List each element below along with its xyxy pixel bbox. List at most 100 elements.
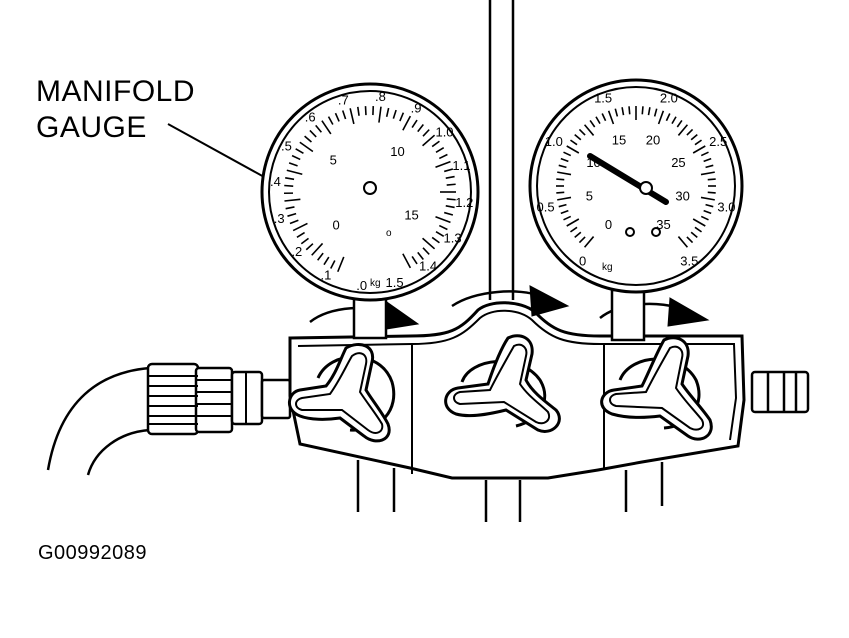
gauge-tick xyxy=(558,203,567,208)
gauge-tick xyxy=(431,140,440,148)
left-gauge-outer-label-4: .4 xyxy=(270,174,281,189)
gauge-tick xyxy=(289,219,299,225)
left-gauge-outer-label-3: .3 xyxy=(274,211,285,226)
gauge-tick xyxy=(411,119,418,128)
gauge-tick xyxy=(614,108,619,117)
left-gauge-outer-label-0: .0 xyxy=(356,278,367,293)
right-gauge-outer-label-0: 0 xyxy=(579,254,586,269)
right-gauge-outer-label-6: 3.0 xyxy=(717,199,735,214)
gauge-tick xyxy=(385,107,390,117)
gauge-tick xyxy=(601,113,607,122)
gauge-tick xyxy=(445,175,455,179)
gauge-tick xyxy=(700,171,715,176)
right-gauge-inner-label-7: 35 xyxy=(656,217,670,232)
gauge-tick xyxy=(284,198,301,202)
gauge-tick xyxy=(304,135,312,143)
gauge-tick xyxy=(686,236,694,244)
gauge-tick xyxy=(445,205,455,209)
gauge-tick xyxy=(285,206,295,210)
gauge-tick xyxy=(446,198,456,201)
gauge-tick xyxy=(431,236,440,244)
gauge-tick xyxy=(583,124,595,136)
gauge-tick xyxy=(422,247,430,255)
manifold-gauge-callout: MANIFOLD GAUGE xyxy=(36,74,195,146)
left-gauge-inner-label-2: 10 xyxy=(390,144,404,159)
right-gauge-outer-label-3: 1.5 xyxy=(594,90,612,105)
gauge-tick xyxy=(417,124,424,133)
gauge-tick xyxy=(556,191,565,194)
gauge-tick xyxy=(422,129,430,137)
gauge-tick xyxy=(288,162,298,167)
gauge-tick xyxy=(286,169,303,176)
gauge-tick xyxy=(665,113,671,122)
left-gauge-labels: .0.1.2.3.4.5.6.7.8.91.01.11.21.31.41.505… xyxy=(270,89,473,293)
left-gauge-outer-label-13: 1.3 xyxy=(444,230,462,245)
gauge-tick xyxy=(446,183,456,186)
gauge-tick xyxy=(296,231,306,239)
gauge-tick xyxy=(703,209,712,215)
gauge-tick xyxy=(378,106,382,123)
gauge-tick xyxy=(607,110,615,125)
gauge-tick xyxy=(677,236,689,248)
left-gauge-inner-label-3: 15 xyxy=(404,207,418,222)
gauge-tick xyxy=(435,230,445,237)
right-gauge-outer-label-2: 1.0 xyxy=(545,134,563,149)
right-gauge-screw-1 xyxy=(625,227,635,237)
gauge-tick xyxy=(300,237,309,245)
gauge-tick xyxy=(422,134,436,147)
gauge-tick xyxy=(402,253,412,269)
gauge-tick xyxy=(707,191,716,194)
left-gauge-ticks xyxy=(283,106,456,273)
gauge-tick xyxy=(285,177,295,181)
gauge-tick xyxy=(295,148,304,154)
left-gauge-outer-label-5: .5 xyxy=(281,138,292,153)
gauge-tick xyxy=(628,106,631,115)
left-gauge-outer-label-9: .9 xyxy=(411,100,422,115)
gauge-tick xyxy=(560,209,569,215)
right-gauge-outer-label-7: 3.5 xyxy=(680,254,698,269)
gauge-tick xyxy=(595,116,601,125)
left-gauge-inner-label-0: 0 xyxy=(332,217,339,232)
gauge-tick xyxy=(700,151,709,157)
gauge-tick xyxy=(570,226,578,233)
gauge-tick xyxy=(443,168,454,173)
gauge-tick xyxy=(705,203,714,208)
gauge-tick xyxy=(392,109,397,119)
gauge-tick xyxy=(700,215,709,221)
gauge-tick xyxy=(671,116,677,125)
gauge-tick xyxy=(694,139,702,146)
callout-line-1: MANIFOLD xyxy=(36,75,196,108)
right-gauge-inner-label-3: 15 xyxy=(612,133,626,148)
gauge-tick xyxy=(578,236,586,244)
gauge-tick xyxy=(677,124,689,136)
right-gauge-inner-label-4: 20 xyxy=(646,133,660,148)
left-gauge-outer-label-11: 1.1 xyxy=(452,158,470,173)
arrow-heads xyxy=(379,285,710,331)
left-gauge-outer-label-14: 1.4 xyxy=(419,259,437,274)
gauge-tick xyxy=(438,224,448,231)
right-gauge-unit: kg xyxy=(602,262,613,273)
valve-right xyxy=(600,336,713,441)
gauge-tick xyxy=(334,112,340,122)
right-gauge-pivot xyxy=(639,181,653,195)
gauge-tick xyxy=(402,115,412,131)
gauge-tick xyxy=(558,164,567,169)
valve-left xyxy=(288,343,396,443)
gauge-tick xyxy=(417,251,424,260)
gauge-tick xyxy=(349,108,355,125)
gauge-tick xyxy=(317,252,324,261)
gauge-tick xyxy=(435,147,445,154)
left-gauge: .0.1.2.3.4.5.6.7.8.91.01.11.21.31.41.505… xyxy=(260,82,480,302)
gauge-tick xyxy=(570,139,578,146)
gauge-tick xyxy=(692,145,706,154)
right-fitting xyxy=(750,370,810,414)
gauge-tick xyxy=(700,196,715,201)
gauge-tick xyxy=(690,133,698,141)
right-gauge-inner-label-6: 30 xyxy=(675,189,689,204)
gauge-tick xyxy=(694,226,702,233)
gauge-tick xyxy=(305,243,314,251)
gauge-tick xyxy=(566,218,580,227)
gauge-tick xyxy=(589,120,596,128)
